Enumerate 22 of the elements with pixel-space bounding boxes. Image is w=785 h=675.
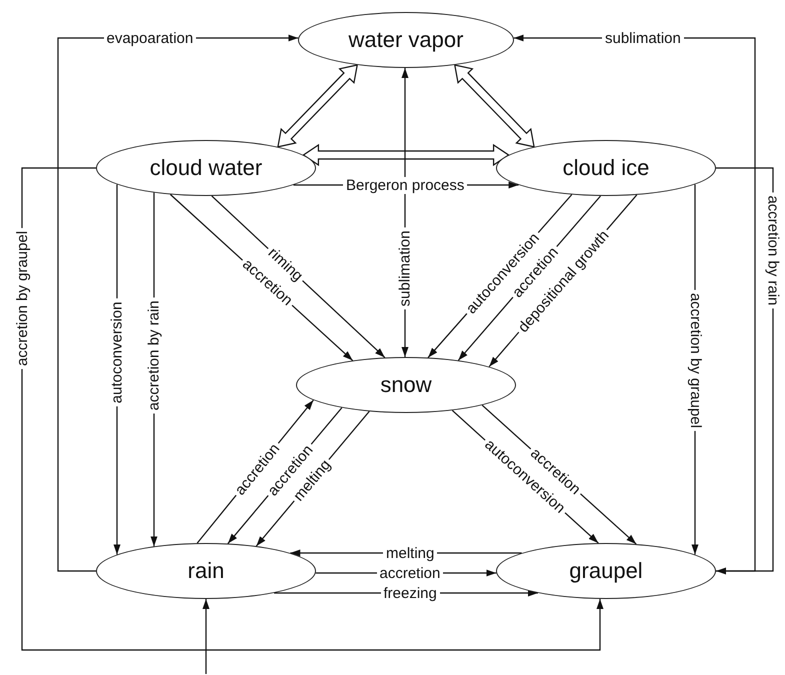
node-label: graupel (569, 558, 643, 584)
hollow-double-arrow (302, 144, 510, 166)
edge-label: freezing (380, 584, 440, 602)
edge-label: accretion by rain (146, 296, 163, 414)
arrow (57, 34, 298, 572)
edge-label: melting (383, 544, 438, 562)
arrow (514, 34, 756, 572)
edge-label: accretion by graupel (14, 227, 31, 369)
edge-label: evapoaration (104, 30, 196, 46)
edge-label: Bergeron process (343, 176, 468, 194)
node-label: cloud water (150, 155, 262, 181)
edge-label: sublimation (602, 30, 684, 46)
node-label: rain (188, 558, 224, 584)
edge-label: accretion by graupel (686, 289, 704, 431)
node-label: water vapor (348, 27, 464, 53)
edge-label: accretion (376, 564, 444, 582)
node-label: snow (380, 372, 432, 398)
arrow (202, 599, 210, 674)
edge-label: accretion by rain (764, 192, 782, 308)
node-label: cloud ice (562, 155, 650, 181)
hollow-double-arrow (454, 64, 535, 148)
hollow-double-arrow (277, 64, 358, 148)
